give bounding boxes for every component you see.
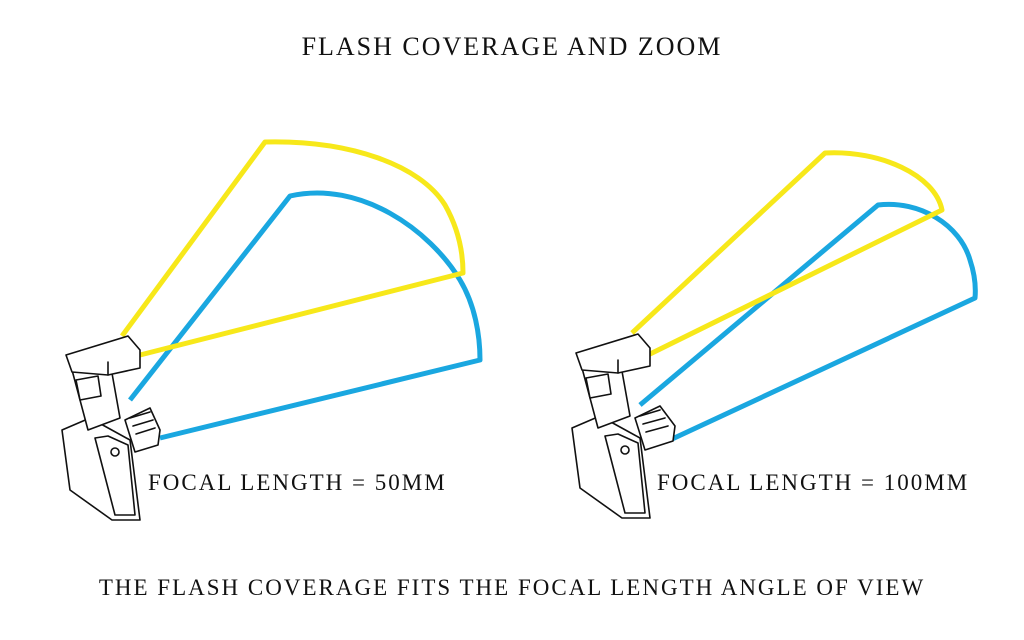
lens-angle-of-view-50mm xyxy=(128,190,483,441)
caption-100mm: Focal length = 100mm xyxy=(657,470,970,495)
camera-with-flash-icon xyxy=(61,335,161,521)
diagram-title: Flash coverage and zoom xyxy=(301,32,723,61)
flash-coverage-100mm xyxy=(630,150,945,358)
diagram-50mm xyxy=(61,139,483,521)
diagram-100mm xyxy=(571,150,978,519)
flash-coverage-50mm xyxy=(119,139,466,358)
footer-caption: The flash coverage fits the focal length… xyxy=(98,575,926,600)
caption-50mm: Focal length = 50mm xyxy=(148,470,447,495)
lens-angle-of-view-100mm xyxy=(638,201,978,443)
camera-with-flash-icon xyxy=(571,333,676,519)
